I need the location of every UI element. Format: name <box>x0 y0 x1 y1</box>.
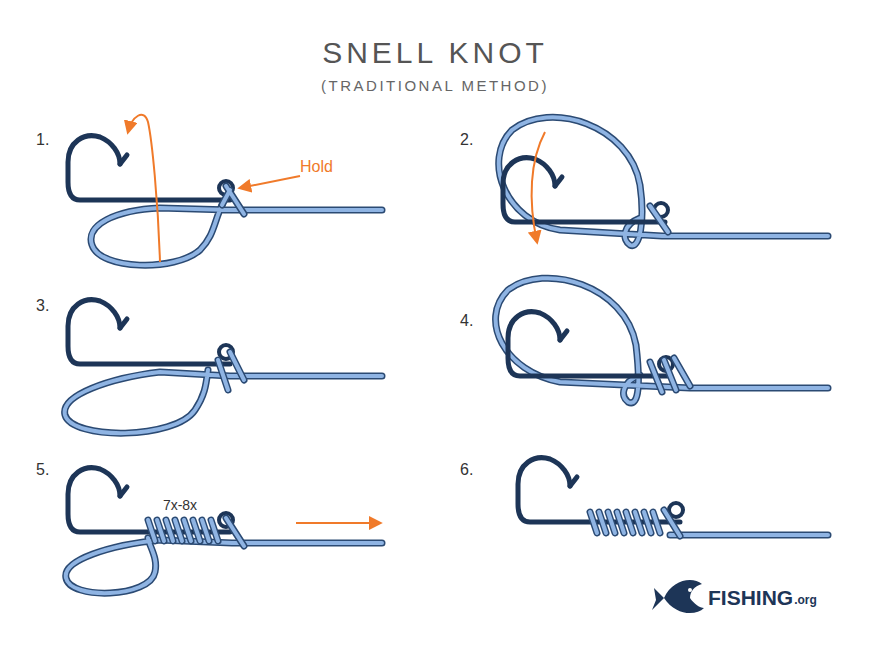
step-3-figure <box>65 300 382 433</box>
step-number: 5. <box>36 461 49 479</box>
step-4-figure <box>496 278 828 403</box>
subtitle: (TRADITIONAL METHOD) <box>321 78 549 95</box>
step-number: 3. <box>36 297 49 315</box>
logo-suffix: .org <box>794 594 817 607</box>
hold-callout: Hold <box>300 158 333 176</box>
logo-fish <box>652 580 704 613</box>
logo-text: FISHING <box>708 586 793 609</box>
title: SNELL KNOT <box>322 36 548 69</box>
step-number: 4. <box>460 312 473 330</box>
step-number: 1. <box>36 131 49 149</box>
step-5-figure <box>66 468 382 593</box>
step-2-figure <box>499 117 828 245</box>
step-6-figure <box>518 458 828 536</box>
step-number: 2. <box>460 131 473 149</box>
wrap-count: 7x-8x <box>163 498 197 513</box>
step-1-figure <box>68 115 382 265</box>
step-number: 6. <box>460 461 473 479</box>
